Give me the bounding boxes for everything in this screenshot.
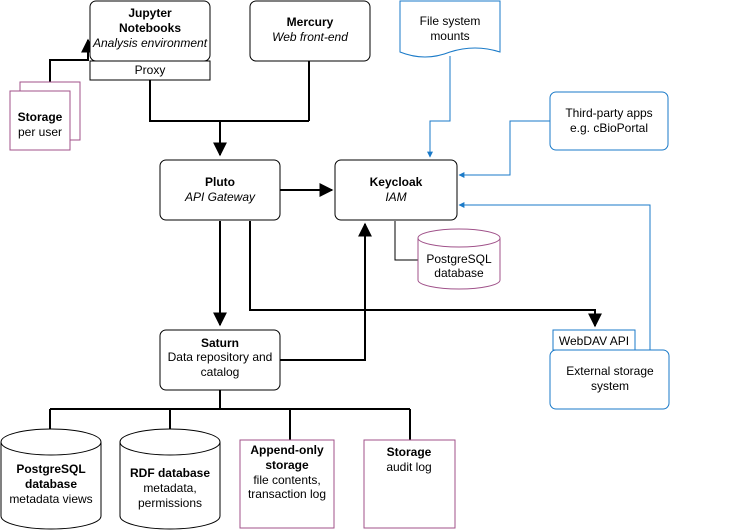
append-only-storage-title-line2: storage xyxy=(265,458,309,472)
append-only-storage-title-line1: Append-only xyxy=(250,443,324,457)
postgresql-views-title-line2: database xyxy=(25,477,77,491)
postgresql-views-subtitle: metadata views xyxy=(9,492,92,506)
jupyter-title-line1: Jupyter xyxy=(128,6,172,20)
pluto-title: Pluto xyxy=(205,175,235,189)
edge-jupyter-to-pluto xyxy=(149,80,227,157)
storage-audit-subtitle: audit log xyxy=(386,460,431,474)
edge-filesystem-to-keycloak xyxy=(427,56,451,158)
keycloak-node: Keycloak IAM xyxy=(334,159,458,221)
pluto-box xyxy=(159,159,281,221)
postgresql-iam-node: PostgreSQL database xyxy=(417,228,501,290)
keycloak-subtitle: IAM xyxy=(385,190,406,204)
edge-saturn-to-keycloak xyxy=(280,222,372,361)
proxy-box xyxy=(89,60,211,81)
append-only-storage-line2: transaction log xyxy=(248,487,326,501)
third-party-apps-node: Third-party apps e.g. cBioPortal xyxy=(549,91,669,151)
external-storage-node: WebDAV API External storage system xyxy=(549,329,670,410)
mercury-box xyxy=(249,0,371,62)
proxy-label: Proxy xyxy=(135,63,166,77)
storage-per-user-front xyxy=(9,90,71,151)
storage-per-user-subtitle: per user xyxy=(18,125,62,139)
postgresql-views-node: PostgreSQL database metadata views xyxy=(0,428,102,530)
append-only-storage-node: Append-only storage file contents, trans… xyxy=(239,439,335,529)
pluto-subtitle: API Gateway xyxy=(184,190,256,204)
storage-audit-title: Storage xyxy=(387,445,432,459)
storage-audit-box xyxy=(363,439,456,529)
append-only-storage-line1: file contents, xyxy=(253,473,320,487)
edge-pluto-to-webdav xyxy=(249,221,602,328)
postgresql-iam-line2: database xyxy=(434,266,484,280)
append-only-storage-box xyxy=(239,439,335,529)
mercury-node: Mercury Web front-end xyxy=(249,0,371,62)
connectors xyxy=(49,38,651,440)
rdf-database-line1: metadata, xyxy=(143,481,196,495)
postgresql-iam-line1: PostgreSQL xyxy=(426,252,492,266)
saturn-title: Saturn xyxy=(201,336,239,350)
third-party-apps-box xyxy=(549,91,669,151)
external-storage-line2: system xyxy=(591,379,629,393)
saturn-node: Saturn Data repository and catalog xyxy=(159,329,281,391)
keycloak-box xyxy=(334,159,458,221)
storage-per-user-title: Storage xyxy=(18,110,63,124)
keycloak-title: Keycloak xyxy=(370,175,423,189)
third-party-apps-line1: Third-party apps xyxy=(565,106,652,120)
postgresql-iam-cylinder xyxy=(417,238,501,290)
edge-storage-to-jupyter xyxy=(49,38,95,82)
mercury-title: Mercury xyxy=(287,15,334,29)
mercury-subtitle: Web front-end xyxy=(272,30,348,44)
pluto-node: Pluto API Gateway xyxy=(159,159,281,221)
jupyter-subtitle: Analysis environment xyxy=(92,36,208,50)
saturn-line2: catalog xyxy=(201,365,240,379)
file-system-mounts-node: File system mounts xyxy=(399,0,501,58)
file-system-mounts-line1: File system xyxy=(420,14,481,28)
edge-external-to-keycloak xyxy=(458,202,651,350)
external-storage-box xyxy=(549,349,670,410)
rdf-database-cylinder xyxy=(119,442,221,530)
webdav-label: WebDAV API xyxy=(559,334,629,348)
rdf-database-node: RDF database metadata, permissions xyxy=(119,428,221,530)
jupyter-title-line2: Notebooks xyxy=(119,21,181,35)
rdf-database-title: RDF database xyxy=(130,466,210,480)
storage-per-user-node: Storage per user xyxy=(9,81,81,151)
rdf-database-cylinder-top xyxy=(119,428,221,456)
postgresql-views-cylinder-top xyxy=(0,428,102,456)
file-system-mounts-line2: mounts xyxy=(430,29,469,43)
edge-thirdparty-to-keycloak xyxy=(458,120,550,178)
storage-audit-node: Storage audit log xyxy=(363,439,456,529)
rdf-database-line2: permissions xyxy=(138,496,202,510)
saturn-box xyxy=(159,329,281,391)
jupyter-notebooks-node: Jupyter Notebooks Analysis environment P… xyxy=(89,0,211,81)
saturn-line1: Data repository and xyxy=(168,350,273,364)
third-party-apps-line2: e.g. cBioPortal xyxy=(570,121,648,135)
edge-keycloak-to-postgresql xyxy=(394,221,418,261)
external-storage-line1: External storage xyxy=(566,364,654,378)
file-system-mounts-shape xyxy=(399,0,501,58)
postgresql-views-cylinder xyxy=(0,442,102,530)
postgresql-views-title-line1: PostgreSQL xyxy=(16,462,85,476)
postgresql-iam-cylinder-top xyxy=(417,228,501,248)
